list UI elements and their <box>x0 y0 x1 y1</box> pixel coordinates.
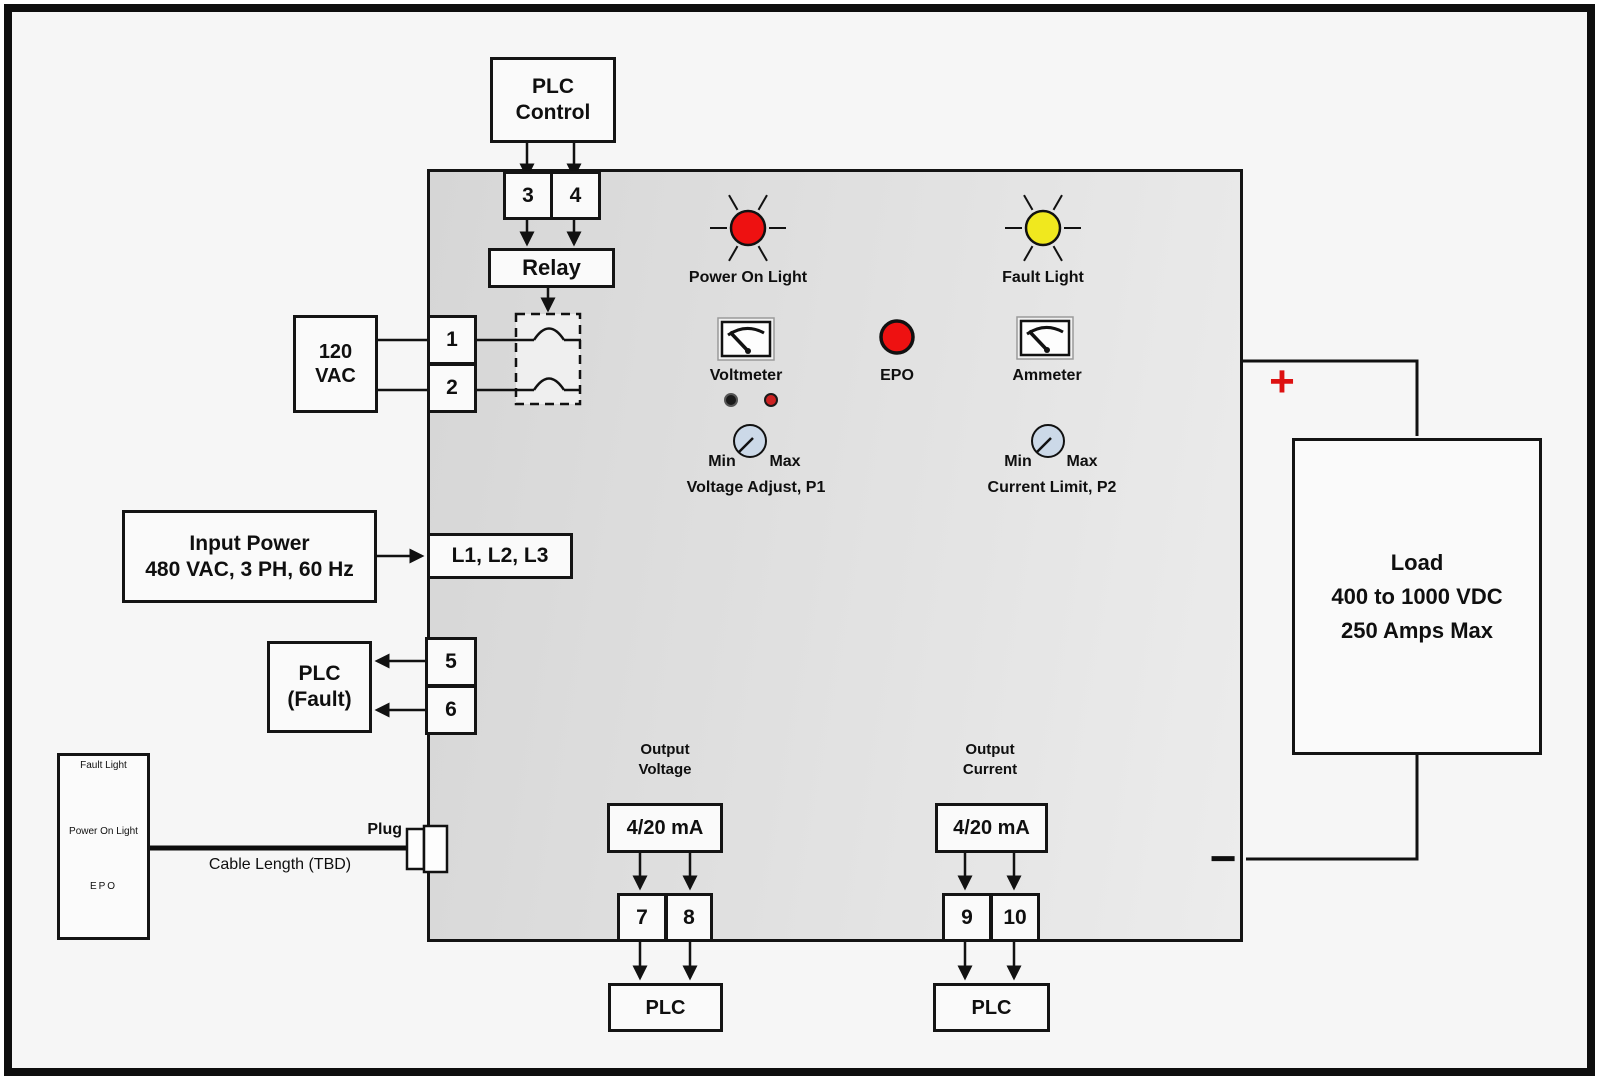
input-terminal-box: L1, L2, L3 <box>427 533 573 579</box>
terminal-1: 1 <box>427 315 477 365</box>
plug-label: Plug <box>367 821 402 838</box>
voltmeter-label: Voltmeter <box>709 367 783 384</box>
output-current-title: Output Current <box>962 741 1018 778</box>
relay-box: Relay <box>488 248 615 288</box>
output-current-plc-box: PLC <box>933 983 1050 1032</box>
terminal-2: 2 <box>427 363 477 413</box>
terminal-7: 7 <box>617 893 667 942</box>
remote-fault-light-label: Fault Light <box>80 760 127 771</box>
terminal-4: 4 <box>550 171 601 220</box>
terminal-8: 8 <box>665 893 713 942</box>
terminal-3: 3 <box>503 171 553 220</box>
fault-light-label: Fault Light <box>1002 269 1084 286</box>
voltage-adjust-label: Voltage Adjust, P1 <box>686 479 826 496</box>
terminal-9: 9 <box>942 893 992 942</box>
plc-fault-box: PLC (Fault) <box>267 641 372 733</box>
current-limit-label: Current Limit, P2 <box>987 479 1117 496</box>
cable-length-label: Cable Length (TBD) <box>208 856 352 873</box>
p1-min-label: Min <box>708 453 736 470</box>
p2-max-label: Max <box>1066 453 1098 470</box>
output-voltage-plc-box: PLC <box>608 983 723 1032</box>
source-120vac-box: 120 VAC <box>293 315 378 413</box>
power-on-light-label: Power On Light <box>688 269 808 286</box>
epo-label: EPO <box>880 367 914 384</box>
terminal-10: 10 <box>990 893 1040 942</box>
input-power-box: Input Power 480 VAC, 3 PH, 60 Hz <box>122 510 377 603</box>
terminal-5: 5 <box>425 637 477 687</box>
positive-polarity-mark: + <box>1269 357 1295 406</box>
negative-polarity-mark: − <box>1209 832 1237 884</box>
remote-power-on-light-label: Power On Light <box>69 826 138 837</box>
remote-pendant-panel <box>57 753 150 940</box>
p1-max-label: Max <box>769 453 801 470</box>
output-current-signal-box: 4/20 mA <box>935 803 1048 853</box>
ammeter-label: Ammeter <box>1012 367 1082 384</box>
output-voltage-title: Output Voltage <box>638 741 692 778</box>
plc-control-box: PLC Control <box>490 57 616 143</box>
remote-epo-label: EPO <box>89 881 118 892</box>
output-voltage-signal-box: 4/20 mA <box>607 803 723 853</box>
load-box: Load 400 to 1000 VDC 250 Amps Max <box>1292 438 1542 755</box>
terminal-6: 6 <box>425 685 477 735</box>
p2-min-label: Min <box>1004 453 1032 470</box>
